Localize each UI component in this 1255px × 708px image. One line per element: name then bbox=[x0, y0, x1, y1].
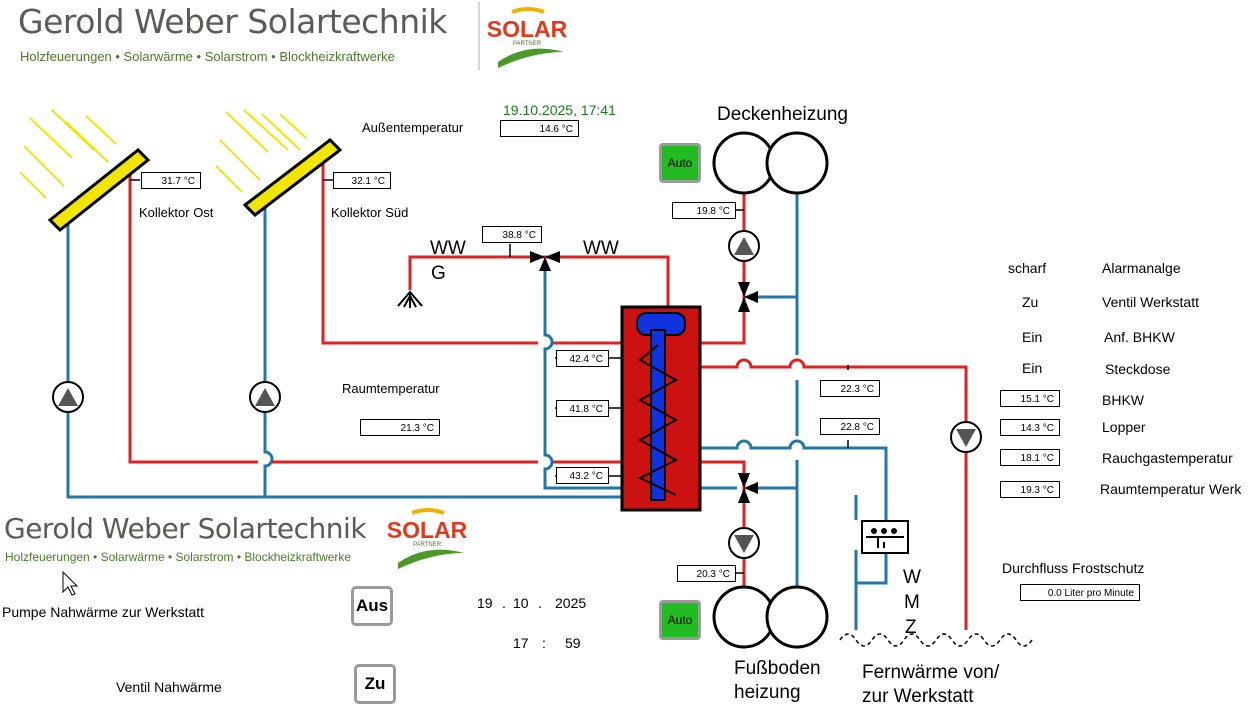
reading-bhkw-label: BHKW bbox=[1102, 392, 1144, 408]
tank-bottom-temp: 43.2 °C bbox=[556, 467, 609, 484]
floor-title-2: heizung bbox=[734, 682, 801, 703]
ceiling-circle-right bbox=[765, 131, 829, 195]
clock-hour: 17 bbox=[513, 635, 529, 651]
collector-ost-temp: 31.7 °C bbox=[141, 172, 201, 189]
mixer-blue-pipe bbox=[543, 265, 622, 490]
reading-room-workshop-temp: 19.3 °C bbox=[1000, 481, 1060, 498]
clock-minute: 59 bbox=[565, 635, 581, 651]
pump-toggle-button[interactable]: Aus bbox=[351, 586, 393, 626]
heat-meter-icon bbox=[861, 520, 909, 554]
wmz-w: W bbox=[903, 567, 921, 588]
collector-sud-label: Kollektor Süd bbox=[331, 205, 409, 220]
reading-flue-temp: 18.1 °C bbox=[1000, 449, 1060, 466]
ceiling-valve-icon bbox=[738, 282, 758, 312]
pump-floor-icon bbox=[728, 527, 760, 559]
collector-ost-panel bbox=[47, 147, 151, 233]
outside-temp: 14.6 °C bbox=[500, 120, 579, 137]
ww-red-pipe bbox=[408, 255, 670, 307]
reading-lopper-temp: 14.3 °C bbox=[1000, 419, 1060, 436]
tank-top-temp: 42.4 °C bbox=[556, 350, 609, 367]
district-return-temp: 22.8 °C bbox=[820, 418, 880, 435]
tank-hot-to-district bbox=[700, 358, 968, 630]
floor-circle-left bbox=[712, 585, 776, 649]
collector-sud-panel bbox=[242, 138, 343, 217]
clock-month: 10 bbox=[513, 595, 529, 611]
district-title-2: zur Werkstatt bbox=[862, 686, 974, 707]
floor-title-1: Fußboden bbox=[734, 658, 821, 679]
district-supply-temp: 22.3 °C bbox=[820, 380, 880, 397]
footer-company-tagline: Holzfeuerungen • Solarwärme • Solarstrom… bbox=[5, 550, 352, 564]
clock-year: 2025 bbox=[555, 595, 587, 611]
pump-ceiling-icon bbox=[728, 230, 760, 262]
collector-ost-label: Kollektor Ost bbox=[139, 205, 214, 220]
status-name-alarm: Alarmanalge bbox=[1102, 260, 1181, 276]
footer-solar-partner-logo: SOLAR PARTNER bbox=[382, 505, 472, 571]
status-state-bhkw: Ein bbox=[1022, 329, 1043, 345]
floor-auto-button[interactable]: Auto bbox=[659, 600, 701, 640]
pump-collector-sud-icon bbox=[249, 381, 281, 413]
collector-red-flow-pipe bbox=[128, 165, 622, 464]
pump-collector-ost-icon bbox=[52, 381, 84, 413]
header-datetime: 19.10.2025, 17:41 bbox=[503, 102, 616, 118]
status-name-socket: Steckdose bbox=[1105, 361, 1171, 377]
pump-district-icon bbox=[950, 421, 982, 453]
wmz-z: Z bbox=[905, 617, 917, 638]
valve-label: Ventil Nahwärme bbox=[116, 679, 222, 695]
ceiling-temp: 19.8 °C bbox=[672, 202, 736, 219]
reading-bhkw-temp: 15.1 °C bbox=[1000, 390, 1060, 407]
status-name-bhkw: Anf. BHKW bbox=[1104, 329, 1175, 345]
status-state-valve: Zu bbox=[1022, 294, 1039, 310]
company-title: Gerold Weber Solartechnik bbox=[18, 2, 447, 41]
collector-sud-temp: 32.1 °C bbox=[333, 172, 391, 189]
frost-value: 0.0 Liter pro Minute bbox=[1020, 584, 1140, 601]
collector-sud-red-pipe bbox=[321, 160, 622, 345]
mixer-valve-icon bbox=[530, 251, 560, 271]
pump-label: Pumpe Nahwärme zur Werkstatt bbox=[2, 604, 205, 620]
status-state-alarm: scharf bbox=[1008, 260, 1047, 276]
wmz-m: M bbox=[904, 592, 920, 613]
collector-sud-blue-pipe bbox=[263, 205, 274, 497]
g-label: G bbox=[431, 263, 446, 284]
ceiling-title: Deckenheizung bbox=[717, 104, 848, 125]
status-name-valve: Ventil Werkstatt bbox=[1102, 294, 1200, 310]
solar-partner-logo: SOLAR PARTNER bbox=[482, 4, 572, 70]
status-state-socket: Ein bbox=[1022, 360, 1043, 376]
district-title-1: Fernwärme von/ bbox=[862, 662, 1000, 683]
mixer-temp: 38.8 °C bbox=[482, 226, 542, 243]
floor-temp: 20.3 °C bbox=[677, 565, 736, 582]
ww-label-left: WW bbox=[430, 238, 466, 259]
collector-blue-return-pipe bbox=[66, 220, 622, 499]
shower-head-icon bbox=[397, 290, 423, 308]
mouse-cursor-icon bbox=[62, 570, 79, 596]
clock-dot-1: . bbox=[502, 595, 506, 611]
frost-label: Durchfluss Frostschutz bbox=[1002, 560, 1145, 576]
ww-label-right: WW bbox=[583, 238, 619, 259]
floor-valve-icon bbox=[738, 473, 758, 503]
reading-room-workshop-label: Raumtemperatur Werk bbox=[1100, 481, 1242, 497]
clock-dot-2: . bbox=[538, 595, 542, 611]
sun-rays-icon bbox=[19, 109, 307, 199]
ceiling-red-flow bbox=[700, 170, 746, 345]
ceiling-circle-left bbox=[712, 131, 776, 195]
tank-mid-temp: 41.8 °C bbox=[556, 400, 609, 417]
floor-circle-right bbox=[765, 585, 829, 649]
reading-flue-label: Rauchgastemperatur bbox=[1102, 450, 1233, 466]
valve-toggle-button[interactable]: Zu bbox=[354, 664, 396, 704]
clock-day: 19 bbox=[477, 595, 493, 611]
outside-label: Außentemperatur bbox=[362, 120, 464, 135]
ceiling-auto-button[interactable]: Auto bbox=[659, 143, 701, 183]
company-tagline: Holzfeuerungen • Solarwärme • Solarstrom… bbox=[20, 49, 395, 64]
footer-company-title: Gerold Weber Solartechnik bbox=[4, 512, 367, 545]
tank-heating-coil bbox=[637, 344, 679, 496]
reading-lopper-label: Lopper bbox=[1102, 419, 1146, 435]
tank-cold-to-district bbox=[700, 439, 888, 630]
ground-wave bbox=[839, 633, 1033, 647]
room-temp: 21.3 °C bbox=[360, 419, 440, 436]
tank-coil-pipe bbox=[650, 329, 666, 501]
room-label: Raumtemperatur bbox=[342, 381, 440, 396]
clock-colon: : bbox=[542, 635, 546, 651]
